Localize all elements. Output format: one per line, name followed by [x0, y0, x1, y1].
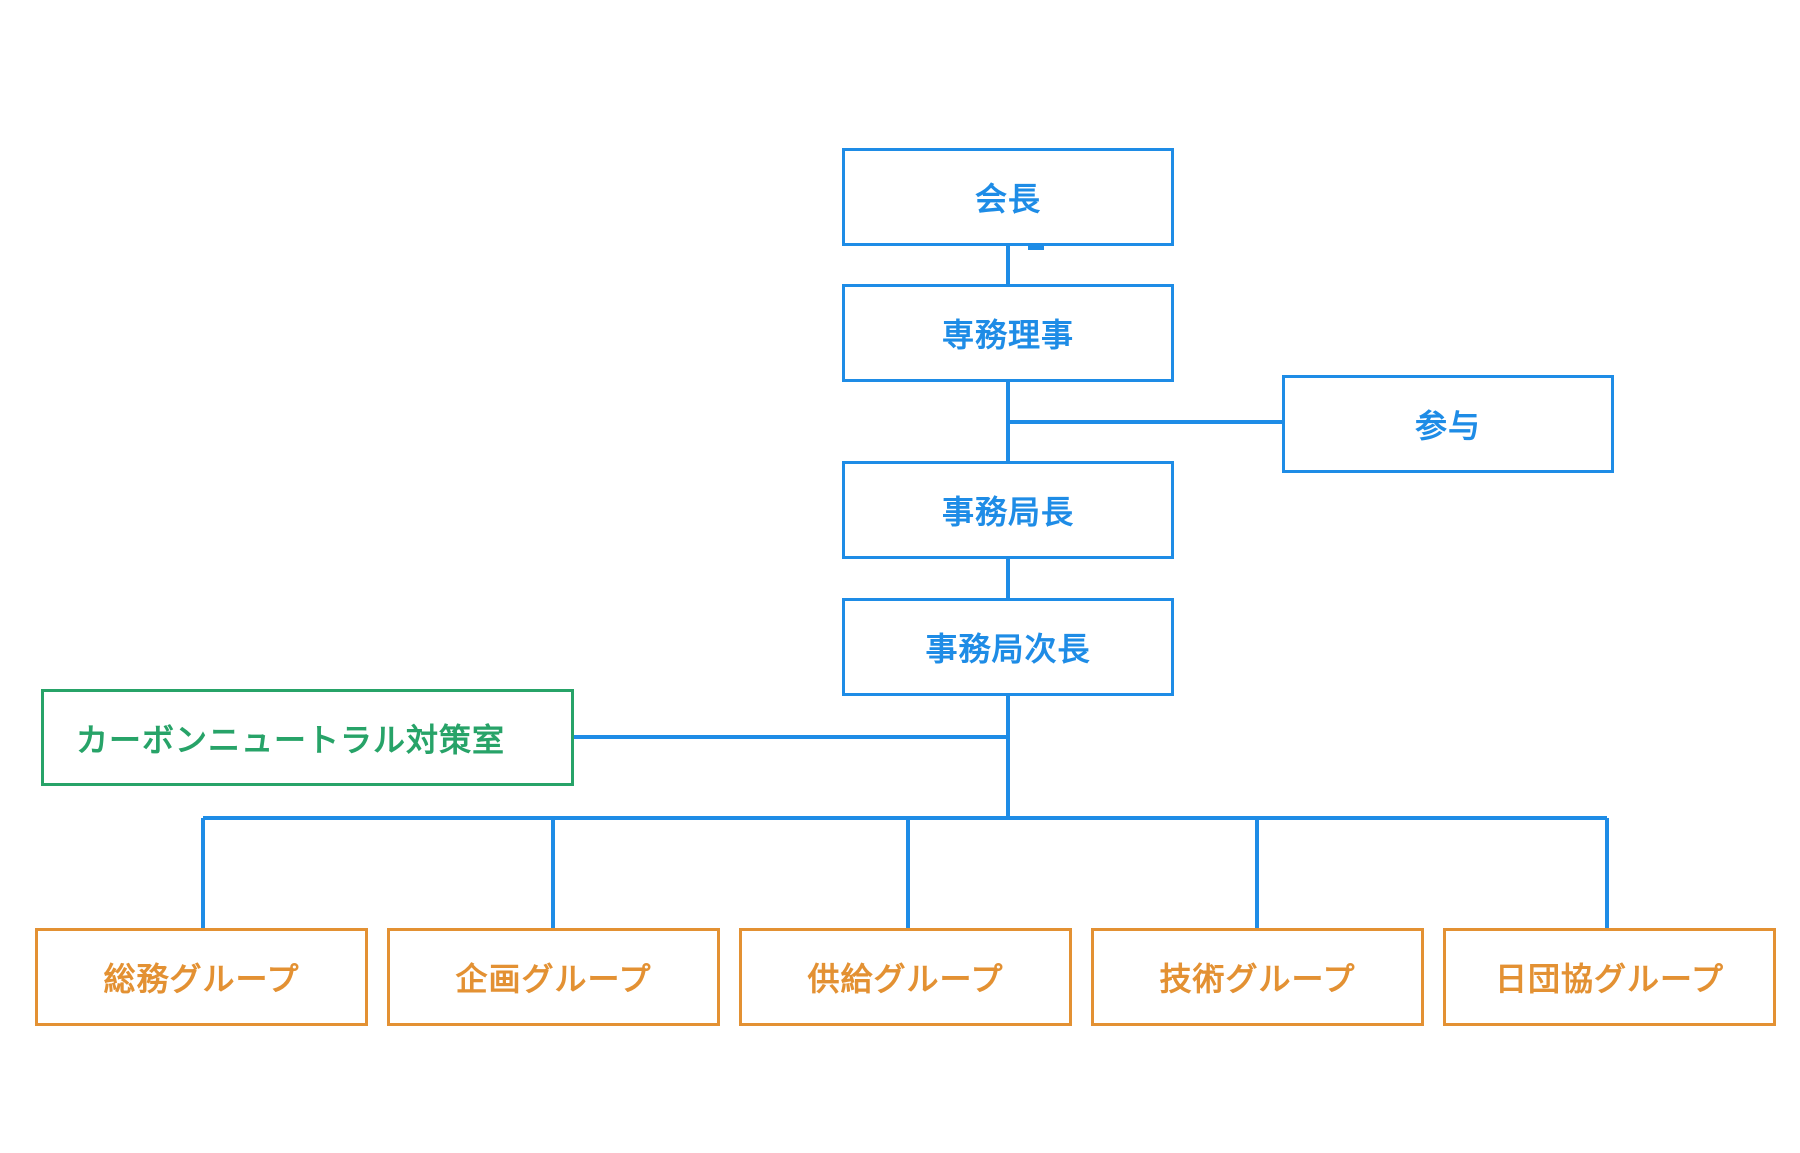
node-executive-director: 専務理事 [842, 284, 1174, 382]
node-group-planning: 企画グループ [387, 928, 720, 1026]
group-label: 日団協グループ [1494, 960, 1725, 998]
node-deputy-secretary-general-label: 事務局次長 [925, 630, 1091, 668]
group-label: 技術グループ [1159, 960, 1356, 998]
node-group-nichidankyo: 日団協グループ [1443, 928, 1776, 1026]
node-secretary-general: 事務局長 [842, 461, 1174, 559]
node-executive-director-label: 専務理事 [941, 316, 1074, 354]
node-group-supply: 供給グループ [739, 928, 1072, 1026]
node-carbon-neutral-office: カーボンニュートラル対策室 [41, 689, 574, 786]
node-group-general-affairs: 総務グループ [35, 928, 368, 1026]
group-label: 企画グループ [455, 960, 652, 998]
node-group-technology: 技術グループ [1091, 928, 1424, 1026]
group-label: 総務グループ [103, 960, 300, 998]
node-counselor-label: 参与 [1414, 407, 1481, 445]
node-counselor: 参与 [1282, 375, 1614, 473]
node-carbon-neutral-office-label: カーボンニュートラル対策室 [76, 720, 506, 759]
node-deputy-secretary-general: 事務局次長 [842, 598, 1174, 696]
node-chairman-label: 会長 [974, 180, 1041, 218]
node-chairman: 会長 [842, 148, 1174, 246]
node-secretary-general-label: 事務局長 [941, 493, 1074, 531]
group-label: 供給グループ [807, 960, 1004, 998]
